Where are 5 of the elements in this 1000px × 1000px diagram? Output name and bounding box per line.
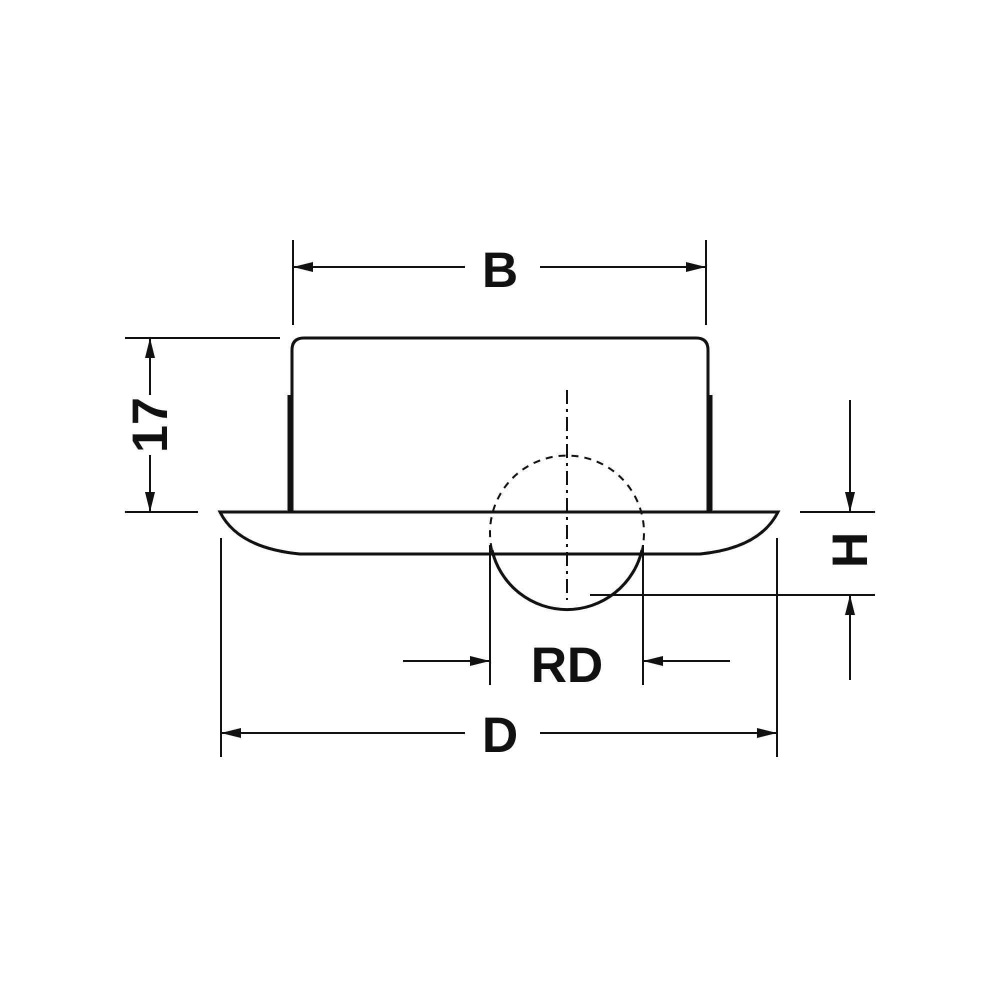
dimension-label: B bbox=[482, 245, 518, 295]
dimension-label: H bbox=[825, 532, 875, 568]
dimension-label: RD bbox=[530, 640, 604, 690]
dimension-label: 17 bbox=[125, 397, 175, 453]
dimension-label: D bbox=[482, 710, 518, 760]
